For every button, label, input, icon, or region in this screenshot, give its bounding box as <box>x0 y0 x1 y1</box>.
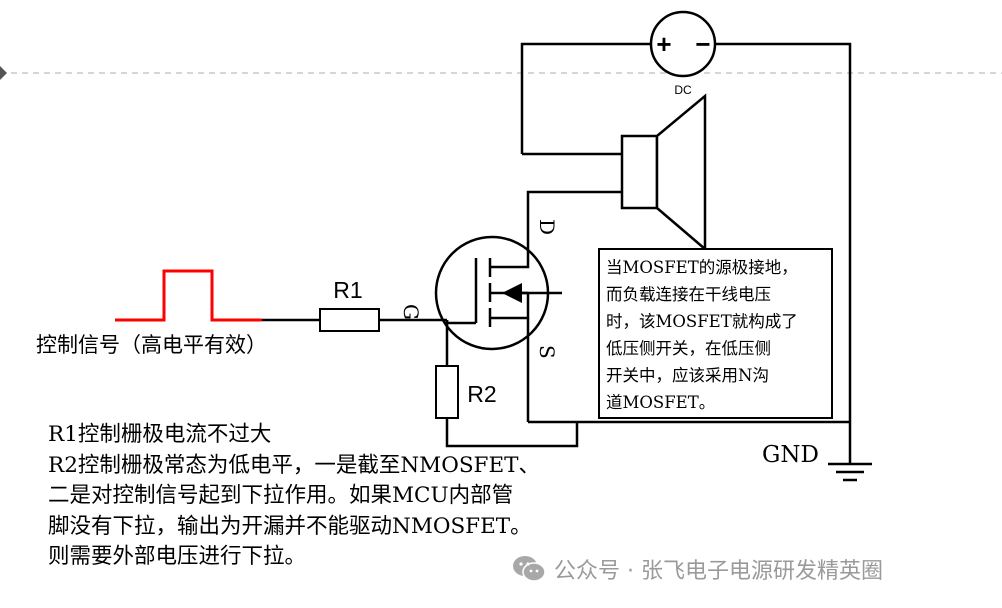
description-line: 则需要外部电压进行下拉。 <box>48 544 307 569</box>
note-line: 当MOSFET的源极接地， <box>606 258 798 277</box>
dc-minus-label: − <box>695 29 710 59</box>
wire-drain-to-speaker <box>526 190 622 237</box>
gate-label: G <box>399 304 423 320</box>
control-signal-pulse <box>115 269 262 322</box>
wire-top-left <box>520 42 650 154</box>
divider-arrow-icon <box>0 66 7 80</box>
mosfet-drain-lead <box>490 237 530 269</box>
note-line: 道MOSFET。 <box>606 393 716 412</box>
description-text: R1控制栅极电流不过大 R2控制栅极常态为低电平，一是截至NMOSFET、 二是… <box>48 420 540 573</box>
description-line: 二是对控制信号起到下拉作用。如果MCU内部管 <box>48 483 514 508</box>
wire-top-right <box>716 42 852 464</box>
note-text: 当MOSFET的源极接地， 而负载连接在干线电压 时，该MOSFET就构成了 低… <box>606 254 830 416</box>
description-line: R1控制栅极电流不过大 <box>48 422 272 447</box>
speaker-body <box>620 134 659 210</box>
note-line: 开关中，应该采用N沟 <box>606 366 769 385</box>
wechat-icon <box>513 556 546 582</box>
resistor-r2 <box>435 365 459 419</box>
speaker-cone-icon <box>655 93 707 252</box>
r2-label: R2 <box>467 381 496 407</box>
note-box <box>598 248 833 419</box>
description-line: 脚没有下拉，输出为开漏并不能驱动NMOSFET。 <box>48 513 532 539</box>
dc-plus-label: + <box>656 29 671 59</box>
mosfet-arrow-icon <box>502 283 522 303</box>
watermark-text: 公众号 · 张飞电子电源研发精英圈 <box>554 559 883 584</box>
note-line: 低压侧开关，在低压侧 <box>606 339 771 358</box>
description-line: R2控制栅极常态为低电平，一是截至NMOSFET、 <box>48 452 541 478</box>
note-line: 而负载连接在干线电压 <box>606 285 771 304</box>
drain-label: D <box>535 219 559 235</box>
r1-label: R1 <box>333 277 362 303</box>
note-line: 时，该MOSFET就构成了 <box>606 312 798 331</box>
wire-r2-to-source <box>445 418 579 448</box>
dc-label: DC <box>674 83 692 97</box>
dc-source-circle <box>649 10 717 78</box>
gnd-label: GND <box>762 442 819 468</box>
resistor-r1 <box>319 308 380 332</box>
control-signal-label: 控制信号（高电平有效） <box>36 334 267 357</box>
watermark: 公众号 · 张飞电子电源研发精英圈 <box>512 552 883 586</box>
source-label: S <box>535 345 559 359</box>
